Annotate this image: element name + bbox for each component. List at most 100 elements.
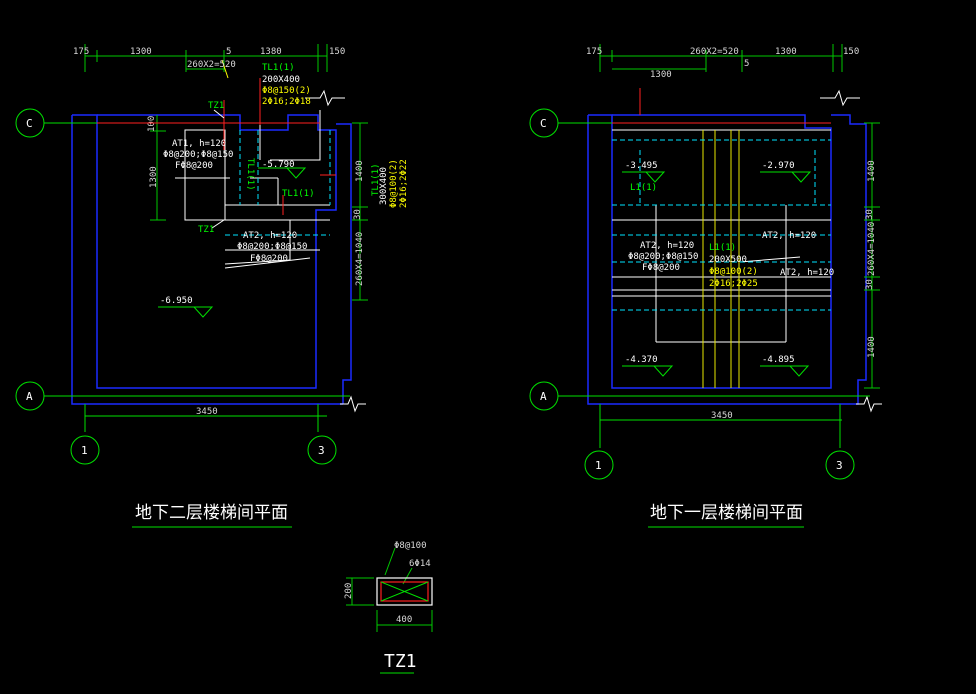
- right-break-bottom: [856, 395, 882, 413]
- left-break-top: [305, 89, 345, 107]
- left-tl1-vert: TL1(1): [371, 163, 381, 196]
- right-axis-bubble-a: A: [529, 381, 559, 411]
- right-dim-sub-1300: 1300: [650, 70, 672, 80]
- left-dim-5: 5: [226, 47, 231, 57]
- svg-text:C: C: [540, 117, 547, 130]
- right-axis-bubble-1: 1: [584, 450, 614, 480]
- svg-text:C: C: [26, 117, 33, 130]
- tz1-bars-label: 6Φ14: [409, 559, 431, 569]
- right-dim-260x4: 260X4=1040: [867, 222, 877, 276]
- left-dimension-top: [84, 44, 328, 79]
- right-at2-bars-left: Φ8@200;Φ8@150: [628, 252, 698, 262]
- left-dim-150: 150: [329, 47, 345, 57]
- right-axis-bubble-c: C: [529, 108, 559, 138]
- right-axis-bubble-3: 3: [825, 450, 855, 480]
- left-dim-1300: 1300: [130, 47, 152, 57]
- left-vert-bars: 2Φ16;2Φ22: [399, 159, 409, 208]
- tz1-height-label: 200: [344, 583, 354, 599]
- left-tl1-size: 200X400: [262, 75, 300, 85]
- left-tl1-bars: 2Φ16;2Φ18: [262, 97, 311, 107]
- left-leaders: [211, 109, 225, 229]
- right-level-tl: -3.495: [625, 161, 658, 171]
- left-break-bottom: [340, 395, 366, 413]
- svg-text:3: 3: [318, 444, 325, 457]
- svg-text:3: 3: [836, 459, 843, 472]
- left-dim-260x4: 260X4=1040: [355, 232, 365, 286]
- left-vert-stirrup: Φ8@100(2): [389, 159, 399, 208]
- right-l1-size: 200X500: [709, 255, 747, 265]
- left-at1-name: AT1, h=120: [172, 139, 226, 149]
- left-level-mid: -5.790: [262, 160, 295, 170]
- right-l1-label: L1(1): [630, 183, 657, 193]
- tz1-name: TZ1: [384, 651, 417, 672]
- left-level-bottom: -6.950: [160, 296, 193, 306]
- left-dim-1300-vert: 1300: [149, 166, 159, 188]
- left-dim-30: 30: [353, 209, 363, 220]
- tz1-stirrup: [380, 581, 429, 602]
- right-dim-1300: 1300: [775, 47, 797, 57]
- right-dim-1400-bottom: 1400: [867, 336, 877, 358]
- left-dim-260x2: 260X2=520: [187, 60, 236, 70]
- svg-text:1: 1: [595, 459, 602, 472]
- left-tl1-label: TL1(1): [262, 63, 295, 73]
- left-dim-100: 100: [147, 116, 157, 132]
- tz1-cross: [380, 581, 429, 602]
- right-yellow-lines: [702, 130, 740, 388]
- left-tz1-bottom: TZ1: [198, 225, 214, 235]
- right-break-top: [820, 89, 860, 107]
- right-dim-150: 150: [843, 47, 859, 57]
- left-axis-bubble-3: 3: [307, 435, 337, 465]
- right-dim-260x2: 260X2=520: [690, 47, 739, 57]
- right-dim-sub-5: 5: [744, 59, 749, 69]
- left-at2-f: FΦ8@200: [250, 254, 288, 264]
- right-dim-1400-top: 1400: [867, 160, 877, 182]
- left-level-markers: [158, 167, 307, 318]
- left-tz1-top: TZ1: [208, 101, 224, 111]
- left-axis-bubble-1: 1: [70, 435, 100, 465]
- right-l1-stirrup: Φ8@100(2): [709, 267, 758, 277]
- right-dashed-beams: [612, 139, 831, 311]
- right-at2-f-left: FΦ8@200: [642, 263, 680, 273]
- left-stair-plan: 175 1300 5 1380 150 260X2=520 C: [15, 44, 409, 528]
- left-dim-3450: 3450: [196, 407, 218, 417]
- left-dimension-right: [352, 122, 368, 301]
- right-at2-name-left: AT2, h=120: [640, 241, 694, 251]
- right-axis-lines: [558, 122, 870, 448]
- left-at2-bars: Φ8@200;Φ8@150: [237, 242, 307, 252]
- tz1-stirrup-label: Φ8@100: [394, 541, 427, 551]
- left-at2-name: AT2, h=120: [243, 231, 297, 241]
- right-l1-bars: 2Φ16;2Φ25: [709, 279, 758, 289]
- left-at1-f: FΦ8@200: [175, 161, 213, 171]
- right-dimension-right: [864, 122, 880, 389]
- left-plan-title: 地下二层楼梯间平面: [135, 503, 288, 523]
- svg-text:1: 1: [81, 444, 88, 457]
- left-tl1-mid-a: TL1(1): [245, 158, 255, 191]
- left-tl1-stirrup: Φ8@150(2): [262, 86, 311, 96]
- left-tl1-mid-b: TL1(1): [282, 189, 315, 199]
- left-dim-1380: 1380: [260, 47, 282, 57]
- right-dim-30-bottom: 30: [865, 279, 875, 290]
- right-plan-title: 地下一层楼梯间平面: [650, 503, 803, 523]
- right-dim-3450: 3450: [711, 411, 733, 421]
- svg-text:A: A: [26, 390, 33, 403]
- left-vert-size: 300X400: [379, 167, 389, 205]
- right-dim-175: 175: [586, 47, 602, 57]
- left-axis-bubble-a: A: [15, 381, 45, 411]
- right-dimension-top: [599, 44, 843, 72]
- left-dim-1400: 1400: [355, 160, 365, 182]
- left-dim-175: 175: [73, 47, 89, 57]
- tz1-width-label: 400: [396, 615, 412, 625]
- left-axis-bubble-c: C: [15, 108, 45, 138]
- tz1-outline: [376, 577, 433, 606]
- right-at2-name-top: AT2, h=120: [762, 231, 816, 241]
- left-walls: [71, 114, 352, 405]
- left-at1-bars: Φ8@200;Φ8@150: [163, 150, 233, 160]
- right-stair-plan: 175 260X2=520 1300 150 1300 5 C A: [529, 44, 882, 528]
- left-red-lines: [97, 78, 336, 215]
- tz1-dimension-lines: [346, 547, 433, 632]
- right-level-br: -4.895: [762, 355, 795, 365]
- right-at2-name-right: AT2, h=120: [780, 268, 834, 278]
- right-level-bl: -4.370: [625, 355, 658, 365]
- left-dashed-beams: [225, 130, 331, 236]
